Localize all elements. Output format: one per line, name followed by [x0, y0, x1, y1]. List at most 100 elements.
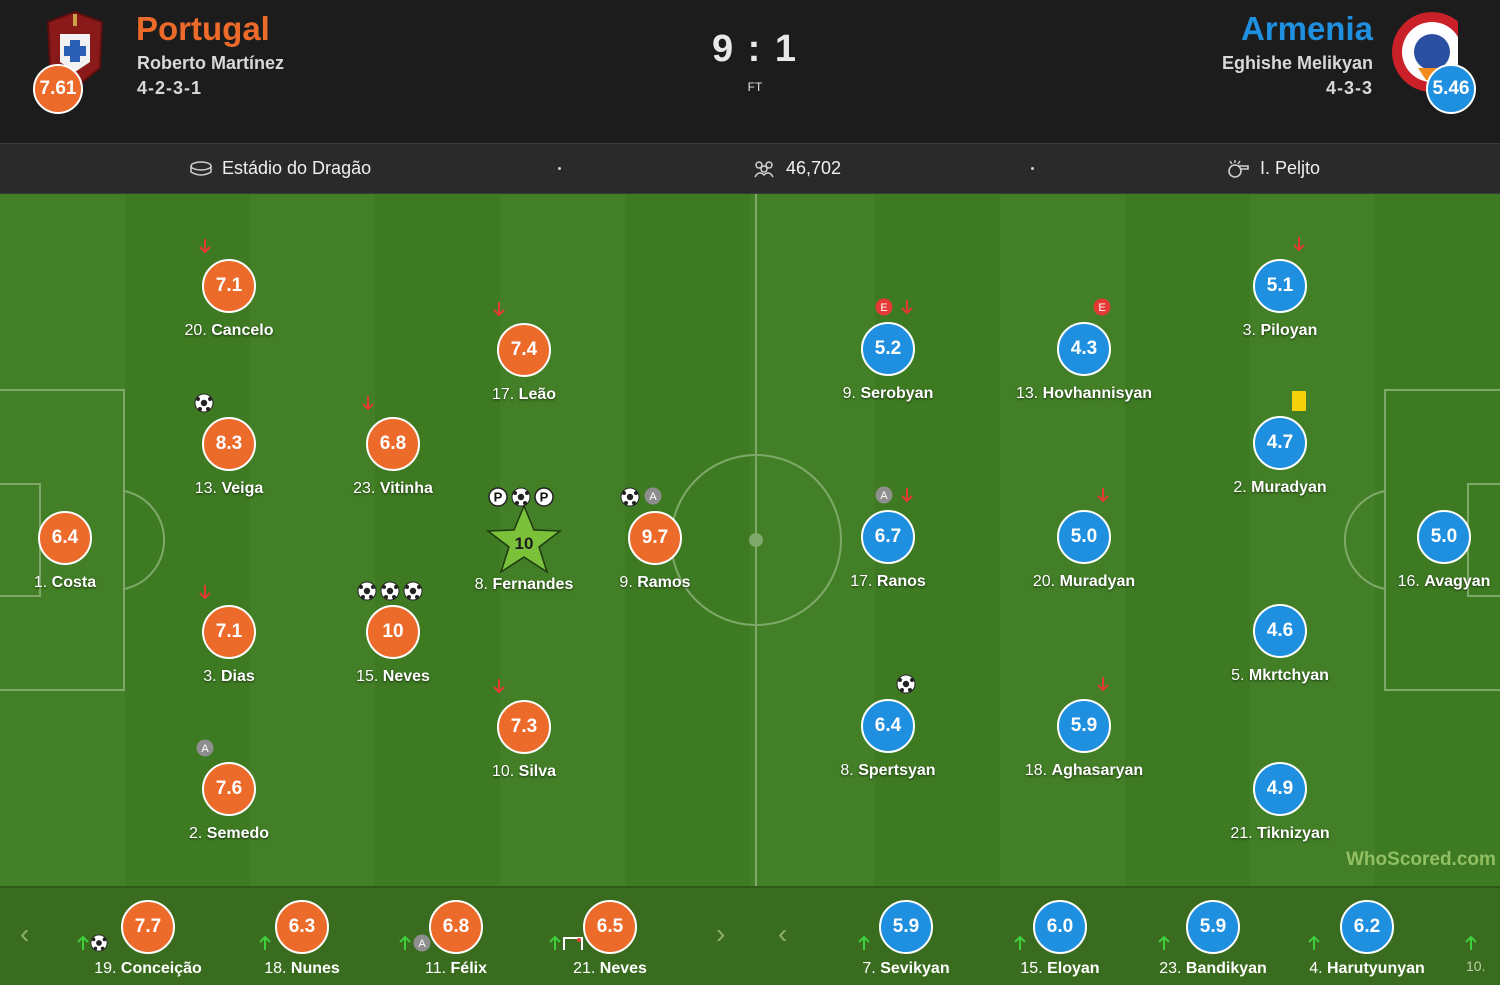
player-name: 15. Neves [356, 668, 430, 685]
assist-icon: A [875, 486, 893, 504]
player-home-fernandes[interactable]: 10 8. Fernandes [424, 504, 624, 594]
sub-away-eloyan[interactable]: 6.0 15. Eloyan [980, 900, 1140, 978]
player-home-vitinha[interactable]: 6.8 23. Vitinha [293, 417, 493, 498]
goal-ball-icon [194, 393, 214, 413]
player-away-muradyan-2[interactable]: 4.7 2. Muradyan [1180, 416, 1380, 497]
more-subs-label: 10. [1466, 958, 1486, 974]
away-subs-prev-button[interactable]: ‹ [778, 918, 788, 949]
player-name: 19. Conceição [94, 960, 202, 977]
player-rating: 5.1 [1253, 259, 1307, 313]
player-rating: 5.2 [861, 322, 915, 376]
separator-dot [558, 167, 561, 170]
player-away-piloyan[interactable]: 5.1 3. Piloyan [1180, 259, 1380, 340]
player-home-dias[interactable]: 7.1 3. Dias [129, 605, 329, 686]
player-name: 3. Piloyan [1242, 322, 1318, 339]
player-rating: 6.2 [1340, 900, 1394, 954]
player-name: 20. Muradyan [1032, 573, 1136, 590]
goal-ball-icon [620, 487, 640, 507]
player-away-aghasaryan[interactable]: 5.9 18. Aghasaryan [984, 699, 1184, 780]
player-rating: 6.7 [861, 510, 915, 564]
pitch-lines [0, 194, 1500, 886]
svg-text:A: A [649, 491, 657, 503]
player-rating: 7.6 [202, 762, 256, 816]
sub-home-felix[interactable]: 6.8 11. Félix [376, 900, 536, 978]
sub-off-arrow-icon [901, 488, 913, 503]
player-home-semedo[interactable]: 7.6 2. Semedo [129, 762, 329, 843]
substitutes-bar: 7.7 19. Conceição 6.3 18. Nunes 6.8 11. … [0, 886, 1500, 985]
sub-home-conceicao[interactable]: 7.7 19. Conceição [68, 900, 228, 978]
player-rating: 4.3 [1057, 322, 1111, 376]
error-icon: E [875, 298, 893, 316]
venue-name: Estádio do Dragão [222, 158, 372, 178]
assist-icon: A [644, 487, 662, 505]
player-rating: 4.6 [1253, 604, 1307, 658]
player-rating: 6.5 [583, 900, 637, 954]
player-away-mkrtchyan[interactable]: 4.6 5. Mkrtchyan [1180, 604, 1380, 685]
player-home-veiga[interactable]: 8.3 13. Veiga [129, 417, 329, 498]
player-name: 9. Serobyan [842, 385, 934, 402]
stadium-icon [190, 160, 212, 176]
player-away-hovhannisyan[interactable]: 4.3 13. Hovhannisyan [984, 322, 1184, 403]
match-status: FT [747, 80, 763, 94]
sub-away-harutyunyan[interactable]: 6.2 4. Harutyunyan [1287, 900, 1447, 978]
referee-info: I. Peljto [1226, 158, 1320, 179]
player-away-spertsyan[interactable]: 6.4 8. Spertsyan [788, 699, 988, 780]
goal-ball-icon [511, 487, 531, 507]
player-home-leao[interactable]: 7.4 17. Leão [424, 323, 624, 404]
player-name: 1. Costa [33, 574, 97, 591]
home-team-name[interactable]: Portugal [136, 10, 270, 47]
home-subs-prev-button[interactable]: ‹ [20, 918, 30, 949]
player-name: 2. Muradyan [1233, 479, 1327, 496]
separator-dot [1031, 167, 1034, 170]
player-rating: 7.7 [121, 900, 175, 954]
sub-home-neves[interactable]: 6.5 21. Neves [530, 900, 690, 978]
whistle-icon [1228, 159, 1249, 178]
player-name: 7. Sevikyan [862, 960, 950, 977]
match-info-bar: Estádio do Dragão 46,702 I. Peljto [0, 143, 1500, 194]
assist-icon: A [413, 934, 431, 952]
player-home-ramos[interactable]: 9.7 9. Ramos [555, 511, 755, 592]
sub-home-nunes[interactable]: 6.3 18. Nunes [222, 900, 382, 978]
player-name: 18. Nunes [264, 960, 340, 977]
player-rating: 9.7 [628, 511, 682, 565]
sub-on-arrow-icon [1158, 935, 1170, 950]
player-rating: 5.0 [1417, 510, 1471, 564]
player-rating: 5.9 [879, 900, 933, 954]
player-away-tiknizyan[interactable]: 4.9 21. Tiknizyan [1180, 762, 1380, 843]
player-home-neves[interactable]: 10 15. Neves [293, 605, 493, 686]
player-away-muradyan-20[interactable]: 5.0 20. Muradyan [984, 510, 1184, 591]
player-rating: 5.0 [1057, 510, 1111, 564]
sub-on-arrow-icon [399, 935, 411, 950]
player-name: 20. Cancelo [184, 322, 274, 339]
player-name: 17. Leão [491, 386, 557, 403]
player-home-costa[interactable]: 6.4 1. Costa [0, 511, 165, 592]
crowd-icon [754, 160, 774, 177]
sub-on-arrow-icon [858, 935, 870, 950]
sub-on-arrow-icon [259, 935, 271, 950]
player-rating: 7.1 [202, 259, 256, 313]
player-name: 4. Harutyunyan [1309, 960, 1425, 977]
home-manager: Roberto Martínez [137, 53, 285, 73]
away-team-name[interactable]: Armenia [1240, 10, 1373, 47]
player-name: 21. Neves [573, 960, 647, 977]
home-subs-next-button[interactable]: › [716, 918, 726, 949]
player-home-cancelo[interactable]: 7.1 20. Cancelo [129, 259, 329, 340]
sub-on-arrow-icon [1465, 935, 1477, 950]
player-rating: 6.8 [366, 417, 420, 471]
home-formation: 4-2-3-1 [137, 78, 203, 98]
sub-away-sevikyan[interactable]: 5.9 7. Sevikyan [826, 900, 986, 978]
player-rating: 4.7 [1253, 416, 1307, 470]
svg-text:E: E [1098, 302, 1105, 314]
star-icon [485, 504, 563, 574]
player-away-ranos[interactable]: 6.7 17. Ranos [788, 510, 988, 591]
player-rating: 7.3 [497, 700, 551, 754]
player-away-serobyan[interactable]: 5.2 9. Serobyan [788, 322, 988, 403]
player-name: 13. Veiga [194, 480, 264, 497]
player-home-silva[interactable]: 7.3 10. Silva [424, 700, 624, 781]
referee-name: I. Peljto [1260, 158, 1321, 178]
sub-on-arrow-icon [1014, 935, 1026, 950]
goal-ball-icon [380, 581, 400, 601]
sub-away-bandikyan[interactable]: 5.9 23. Bandikyan [1133, 900, 1293, 978]
player-away-avagyan[interactable]: 5.0 16. Avagyan [1344, 510, 1500, 591]
sub-off-arrow-icon [1097, 488, 1109, 503]
